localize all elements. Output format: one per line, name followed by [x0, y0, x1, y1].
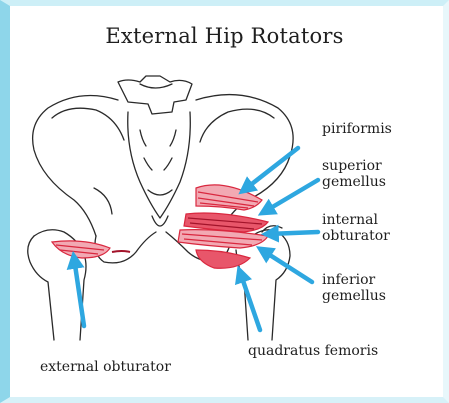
arrow-external-obturator: [74, 258, 84, 326]
arrow-piriformis: [244, 148, 298, 190]
label-external-obturator: external obturator: [40, 359, 171, 375]
label-superior-gemellus: superior gemellus: [322, 158, 386, 190]
label-quadratus-femoris: quadratus femoris: [248, 343, 378, 359]
arrow-inferior-gemellus: [262, 250, 312, 282]
obturator-muscle: [178, 230, 268, 248]
left-femur-outline: [28, 236, 54, 340]
diagram-title: External Hip Rotators: [0, 24, 449, 48]
vertebra-outline: [118, 76, 192, 114]
arrow-quadratus-femoris: [240, 272, 260, 330]
label-internal-obturator: internal obturator: [322, 212, 390, 244]
left-rotator-muscles: [52, 241, 130, 258]
label-piriformis: piriformis: [322, 121, 392, 137]
left-ilium-outline: [33, 96, 118, 237]
arrow-internal-obturator: [268, 232, 318, 234]
right-rotator-muscles: [178, 185, 268, 268]
label-inferior-gemellus: inferior gemellus: [322, 272, 386, 304]
quadratus-muscle: [196, 250, 250, 268]
sacrum-outline: [128, 112, 191, 218]
